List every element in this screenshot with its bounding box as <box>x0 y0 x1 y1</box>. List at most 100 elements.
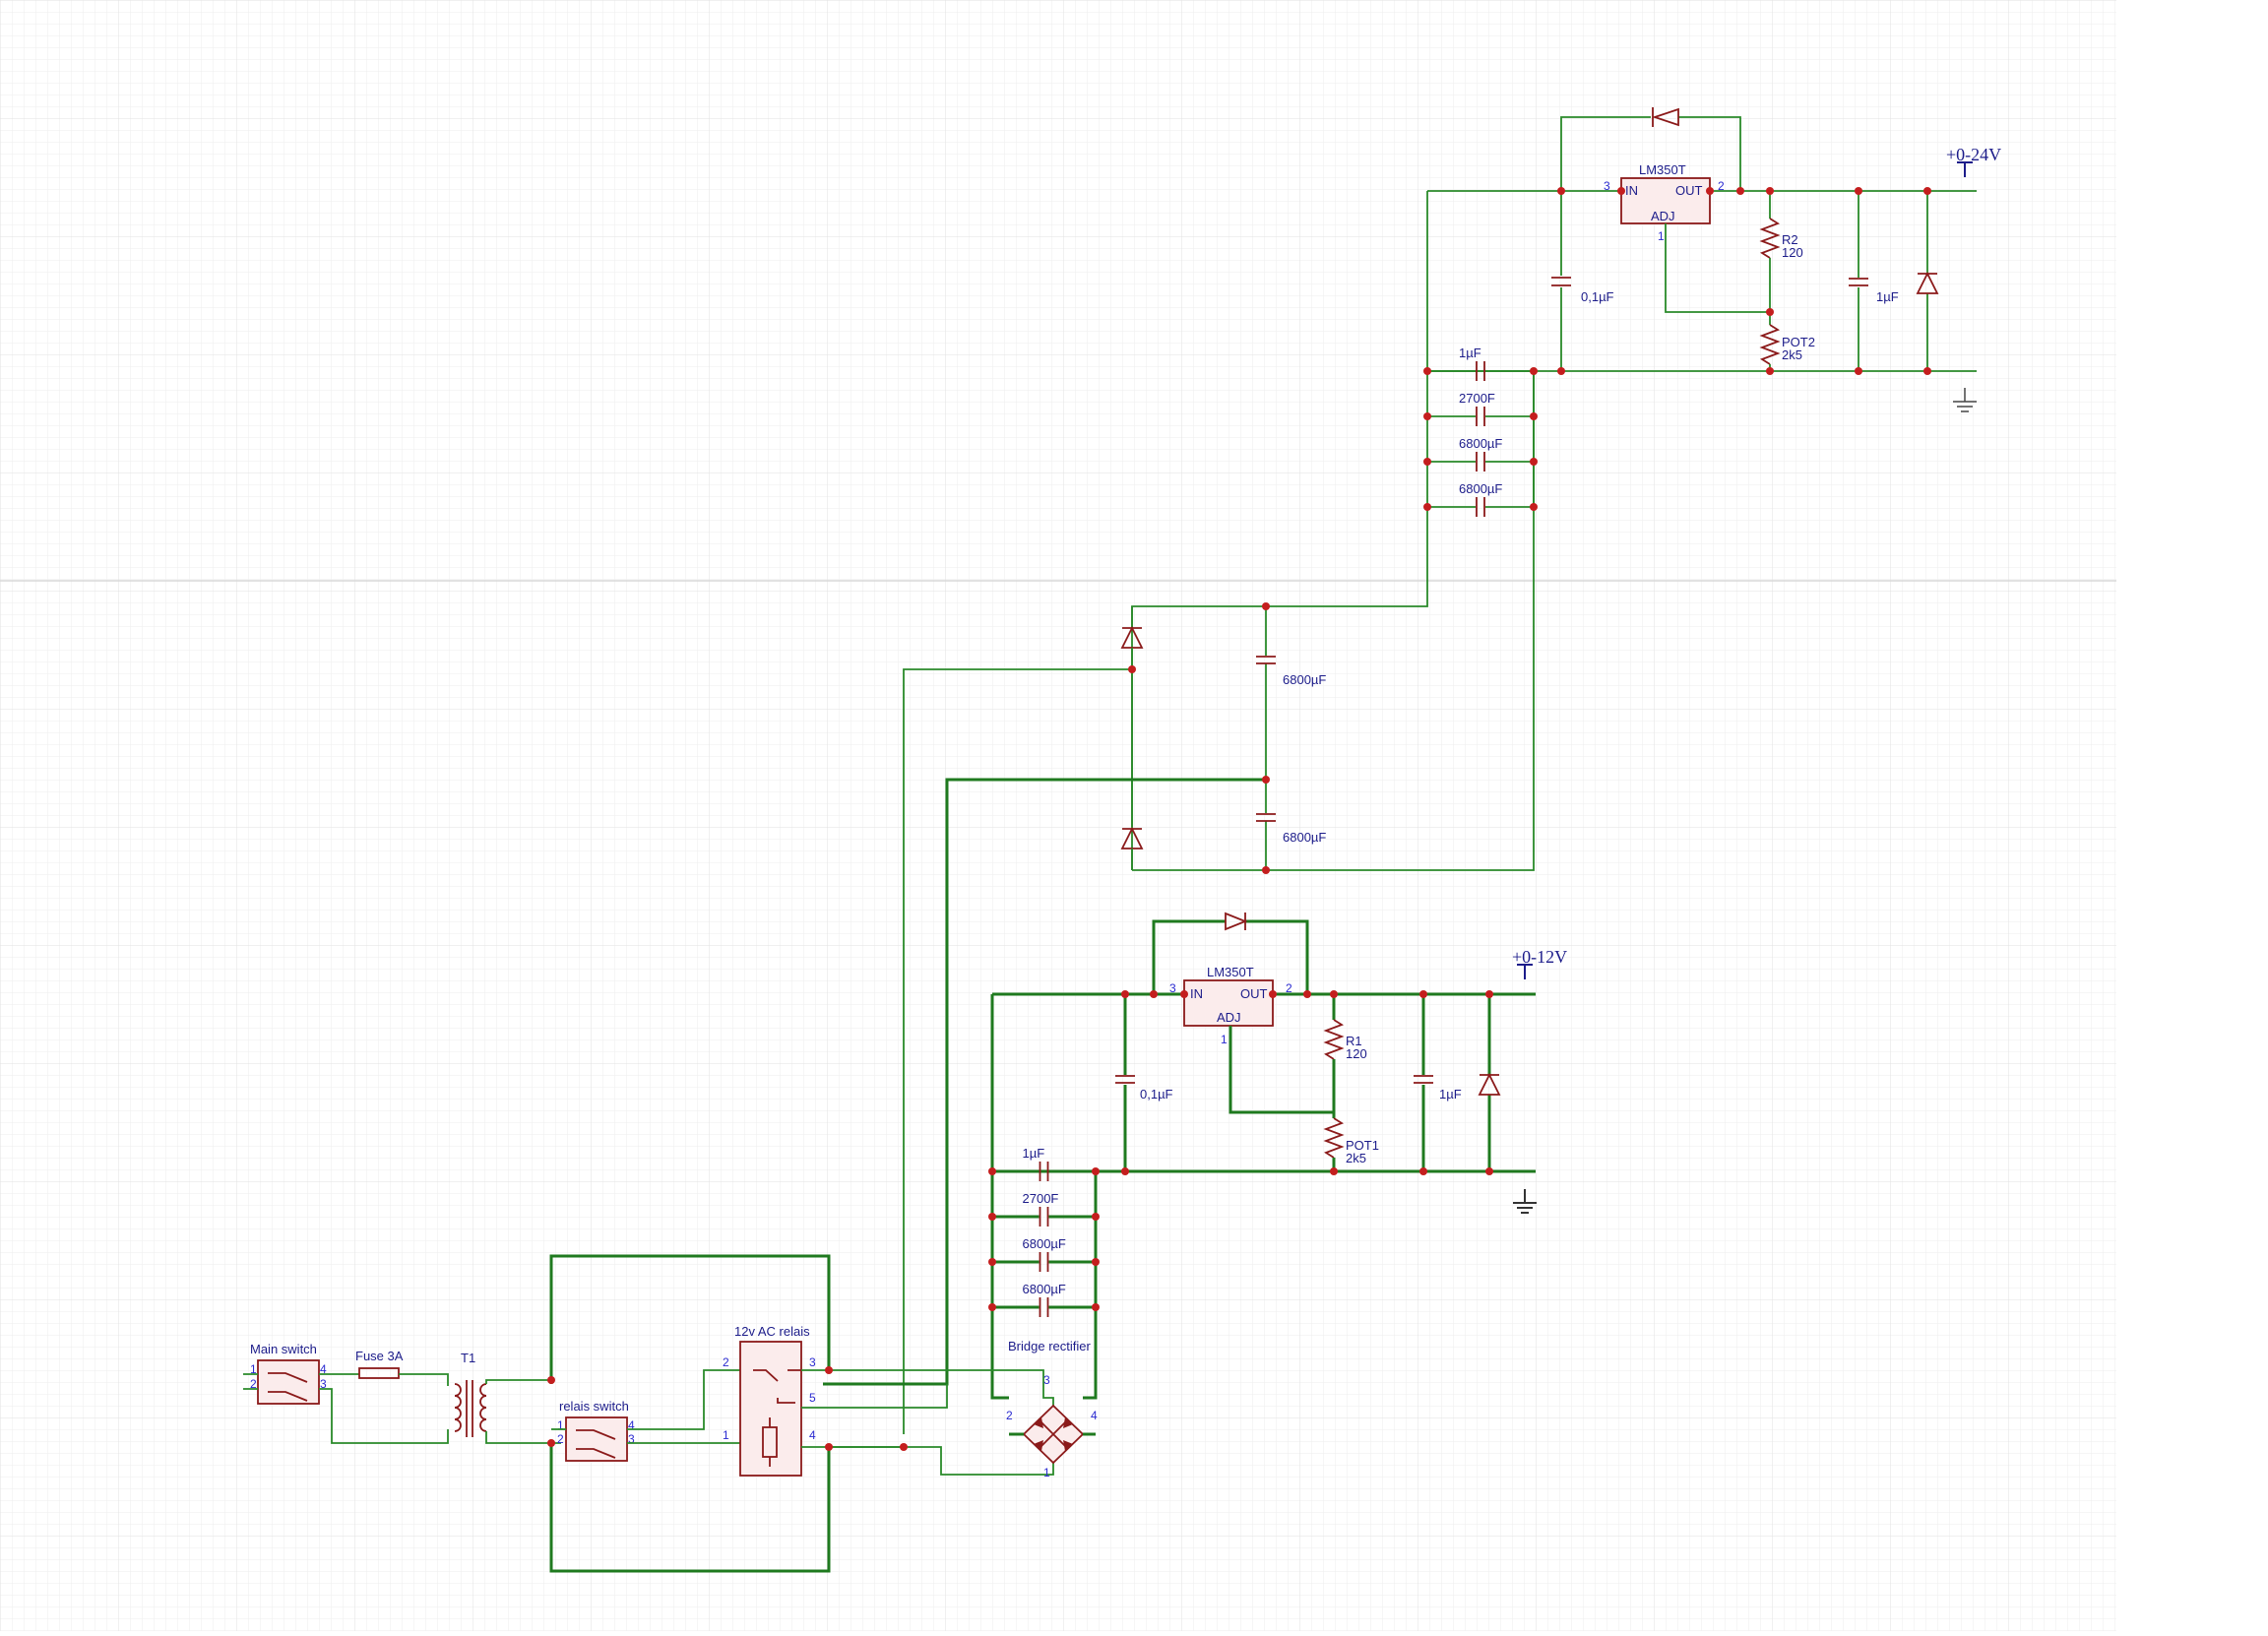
junction-dot <box>1485 990 1493 998</box>
junction-dot <box>825 1366 833 1374</box>
junction-dot <box>1423 412 1431 420</box>
r1-name: R1 <box>1346 1034 1362 1048</box>
ic-pin-out-label: OUT <box>1675 183 1703 198</box>
r1-value: 120 <box>1346 1046 1367 1061</box>
junction-dot <box>1092 1213 1100 1221</box>
junction-dot <box>547 1376 555 1384</box>
output-capacitor-24v[interactable]: 1µF <box>1849 191 1899 371</box>
input-stage: Main switch 1 2 4 3 Fuse 3A T1 <box>243 1254 1098 1573</box>
rail-24v: +0-24V <box>1946 145 2001 177</box>
main-switch-pin-4: 4 <box>320 1362 327 1376</box>
c-out-label-12v: 1µF <box>1439 1087 1462 1101</box>
relay-label: 12v AC relais <box>734 1324 810 1339</box>
pot2-name: POT2 <box>1782 335 1815 349</box>
pot2-value: 2k5 <box>1782 347 1802 362</box>
junction-dot <box>1530 458 1538 466</box>
junction-dot <box>900 1443 908 1451</box>
filter-capacitor-label: 6800µF <box>1459 481 1502 496</box>
junction-dot <box>1262 866 1270 874</box>
filter-capacitor[interactable]: 6800µF <box>992 1282 1096 1317</box>
transformer-label: T1 <box>461 1351 475 1365</box>
rectifier-diode-bottom[interactable] <box>1120 826 1144 870</box>
bridge-rectifier[interactable]: Bridge rectifier 3 2 4 1 <box>1006 1339 1098 1479</box>
lm350t-ic-12v[interactable]: LM350T IN OUT ADJ 3 2 1 <box>1169 965 1292 1046</box>
junction-dot <box>1557 367 1565 375</box>
junction-dots <box>547 187 1931 1451</box>
r2-value: 120 <box>1782 245 1803 260</box>
relay-pin-5: 5 <box>809 1391 816 1405</box>
junction-dot <box>547 1439 555 1447</box>
junction-dot <box>1262 602 1270 610</box>
filter-capacitor[interactable]: 6800µF <box>1427 436 1534 472</box>
reservoir-capacitor-top[interactable]: 6800µF <box>1256 656 1326 687</box>
bridge-pin-4: 4 <box>1091 1409 1098 1422</box>
junction-dot <box>1530 503 1538 511</box>
filter-capacitor-label: 6800µF <box>1023 1282 1066 1296</box>
ic-pin-1: 1 <box>1658 229 1665 243</box>
filter-capacitor[interactable]: 6800µF <box>992 1236 1096 1272</box>
rect-cap-top-label: 6800µF <box>1283 672 1326 687</box>
junction-dot <box>1530 367 1538 375</box>
output-diode-24v[interactable] <box>1916 191 1939 371</box>
junction-dot <box>1530 412 1538 420</box>
junction-dot <box>1766 308 1774 316</box>
cap-bank-12v-rows: 1µF 2700F 6800µF 6800µF <box>992 1146 1098 1317</box>
filter-capacitor[interactable]: 1µF <box>992 1146 1096 1181</box>
junction-dot <box>1923 367 1931 375</box>
junction-dot <box>1150 990 1158 998</box>
reservoir-capacitor-bottom[interactable]: 6800µF <box>1256 813 1326 845</box>
protection-diode-24v[interactable] <box>1560 107 1741 191</box>
ic-pin-out-label-12v: OUT <box>1240 986 1268 1001</box>
fuse[interactable]: Fuse 3A <box>355 1349 404 1379</box>
potentiometer-pot1[interactable]: POT1 2k5 <box>1323 1117 1379 1171</box>
r2-name: R2 <box>1782 232 1798 247</box>
relay-pin-4: 4 <box>809 1428 816 1442</box>
rectifier-diode-top[interactable] <box>1120 606 1144 827</box>
relais-switch-pin-2: 2 <box>557 1432 564 1446</box>
relais-switch-pin-1: 1 <box>557 1418 564 1432</box>
transformer-t1[interactable]: T1 <box>454 1351 487 1437</box>
junction-dot <box>1092 1258 1100 1266</box>
relay-12v-ac[interactable]: 12v AC relais 2 1 3 5 4 <box>723 1324 816 1477</box>
junction-dot <box>1128 665 1136 673</box>
junction-dot <box>1923 187 1931 195</box>
relay-pin-3: 3 <box>809 1355 816 1369</box>
filter-capacitor-label: 2700F <box>1459 391 1495 406</box>
ic-pin-2-12v: 2 <box>1286 981 1292 995</box>
rail-12v-label: +0-12V <box>1512 947 1567 967</box>
regulator-24v-section: LM350T IN OUT ADJ 3 2 1 0,1µF R2 <box>1131 107 2001 871</box>
lm350t-ic-24v[interactable]: LM350T IN OUT ADJ 3 2 1 <box>1604 162 1725 243</box>
pot1-value: 2k5 <box>1346 1151 1366 1165</box>
filter-capacitor[interactable]: 6800µF <box>1427 481 1534 517</box>
junction-dot <box>1330 990 1338 998</box>
filter-capacitor-label: 6800µF <box>1459 436 1502 451</box>
ic-pin-in-label: IN <box>1625 183 1638 198</box>
junction-dot <box>1766 187 1774 195</box>
junction-dot <box>1092 1303 1100 1311</box>
relay-pin-2: 2 <box>723 1355 729 1369</box>
protection-diode-12v[interactable] <box>1152 912 1309 994</box>
grid-background <box>0 0 2116 1631</box>
resistor-r2[interactable]: R2 120 <box>1759 191 1803 312</box>
main-switch-label: Main switch <box>250 1342 317 1356</box>
c-in-label: 0,1µF <box>1581 289 1614 304</box>
filter-capacitor[interactable]: 2700F <box>1427 391 1534 426</box>
bridge-label: Bridge rectifier <box>1008 1339 1091 1353</box>
resistor-r1[interactable]: R1 120 <box>1323 994 1367 1118</box>
junction-dot <box>1855 367 1862 375</box>
bridge-pin-1: 1 <box>1043 1466 1050 1479</box>
filter-capacitor[interactable]: 2700F <box>992 1191 1096 1227</box>
relais-switch[interactable]: relais switch 1 2 4 3 <box>557 1399 635 1462</box>
filter-capacitor[interactable]: 1µF <box>1427 346 1534 381</box>
junction-dot <box>988 1167 996 1175</box>
output-capacitor-12v[interactable]: 1µF <box>1414 994 1462 1171</box>
input-capacitor-24v[interactable]: 0,1µF <box>1551 191 1614 371</box>
filter-capacitor-label: 1µF <box>1459 346 1481 360</box>
junction-dot <box>988 1258 996 1266</box>
relais-switch-label: relais switch <box>559 1399 629 1414</box>
input-capacitor-12v[interactable]: 0,1µF <box>1115 994 1173 1171</box>
main-switch[interactable]: Main switch 1 2 4 3 <box>250 1342 327 1405</box>
output-diode-12v[interactable] <box>1478 994 1501 1171</box>
